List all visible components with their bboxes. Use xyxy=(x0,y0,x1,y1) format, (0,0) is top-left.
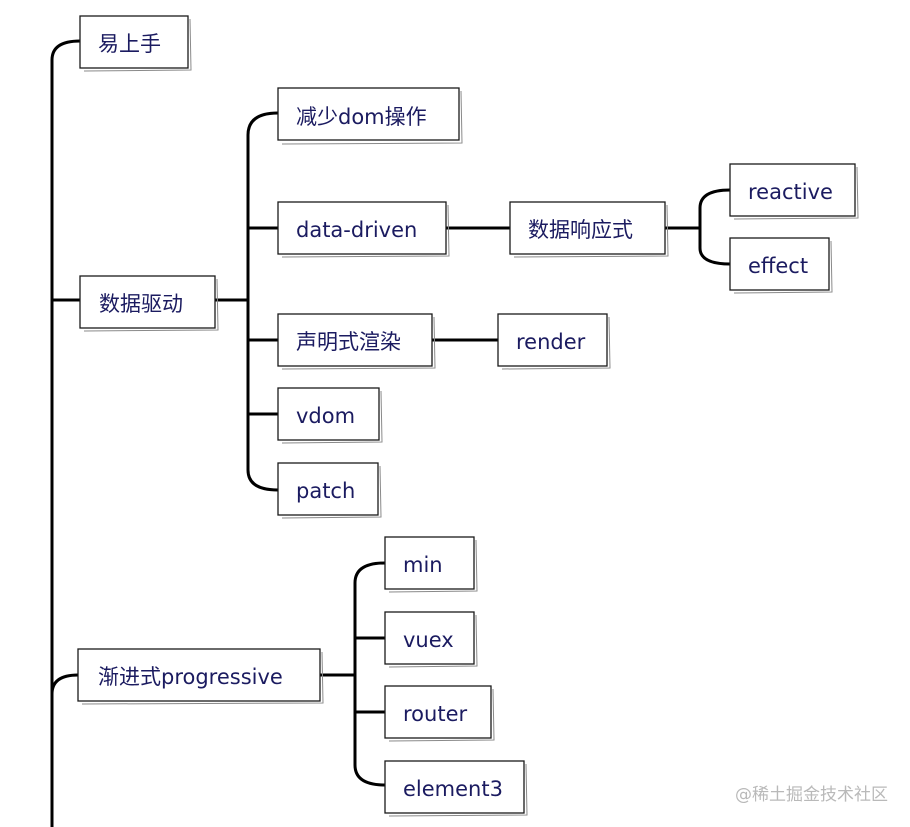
node-shadow xyxy=(83,278,219,332)
node-shadow xyxy=(81,651,324,705)
node-shengming-xuanran: 声明式渲染 xyxy=(277,313,436,370)
connector-root-jianjin xyxy=(50,673,80,696)
watermark: @稀土掘金技术社区 xyxy=(735,785,888,805)
node-shadow xyxy=(388,539,478,593)
node-reactive: reactive xyxy=(729,163,859,220)
node-label: effect xyxy=(748,254,808,278)
node-vuex: vuex xyxy=(384,611,478,668)
node-shadow xyxy=(733,166,859,220)
node-label: 渐进式progressive xyxy=(98,665,283,689)
node-label: 数据驱动 xyxy=(99,292,183,316)
node-shadow xyxy=(281,316,436,370)
node-label: data-driven xyxy=(296,218,417,242)
node-box xyxy=(509,201,666,255)
node-shadow xyxy=(281,90,463,145)
node-label: 易上手 xyxy=(98,32,161,56)
node-box xyxy=(729,237,830,291)
connector-xiangying-children xyxy=(698,188,732,266)
node-router: router xyxy=(384,685,495,742)
node-label: vuex xyxy=(403,628,454,652)
node-box xyxy=(384,536,475,590)
connector-root-trunk xyxy=(50,39,82,827)
node-render: render xyxy=(497,313,611,370)
node-shadow xyxy=(83,18,192,72)
node-shadow xyxy=(501,316,611,370)
node-shadow xyxy=(733,240,833,294)
connector-shuju-trunk xyxy=(246,111,280,492)
node-box xyxy=(384,611,475,665)
node-box xyxy=(277,201,447,255)
node-element3: element3 xyxy=(384,760,528,817)
node-box xyxy=(277,387,380,441)
node-box xyxy=(79,15,189,69)
node-yishangshou: 易上手 xyxy=(79,15,192,72)
node-label: 数据响应式 xyxy=(528,218,633,242)
node-shadow xyxy=(388,688,495,742)
node-shadow xyxy=(281,390,383,444)
node-box xyxy=(79,275,216,329)
node-patch: patch xyxy=(277,462,382,519)
node-label: reactive xyxy=(748,180,833,204)
node-label: patch xyxy=(296,479,355,503)
node-box xyxy=(277,87,460,141)
node-data-driven: data-driven xyxy=(277,201,450,258)
node-box xyxy=(497,313,608,367)
node-shadow xyxy=(513,204,669,258)
node-box xyxy=(77,648,321,702)
node-shadow xyxy=(388,614,478,668)
node-label: router xyxy=(403,702,467,726)
node-box xyxy=(277,313,433,367)
connectors xyxy=(50,39,732,827)
node-label: vdom xyxy=(296,404,355,428)
node-effect: effect xyxy=(729,237,833,294)
node-label: element3 xyxy=(403,777,503,801)
node-label: min xyxy=(403,553,443,577)
node-shuju-xiangying: 数据响应式 xyxy=(509,201,669,258)
node-jianshao-dom: 减少dom操作 xyxy=(277,87,463,145)
node-shadow xyxy=(388,763,528,817)
node-label: render xyxy=(516,330,586,354)
node-vdom: vdom xyxy=(277,387,383,444)
node-label: 减少dom操作 xyxy=(296,105,427,129)
connector-jianjin-trunk xyxy=(353,561,387,787)
node-label: 声明式渲染 xyxy=(296,330,401,354)
node-box xyxy=(729,163,856,217)
node-box xyxy=(384,685,492,739)
node-min: min xyxy=(384,536,478,593)
node-box xyxy=(277,462,379,516)
node-box xyxy=(384,760,525,814)
node-shadow xyxy=(281,204,450,258)
node-shadow xyxy=(281,465,382,519)
node-jianjinshi: 渐进式progressive xyxy=(77,648,324,705)
node-shuju-qudong: 数据驱动 xyxy=(79,275,219,332)
